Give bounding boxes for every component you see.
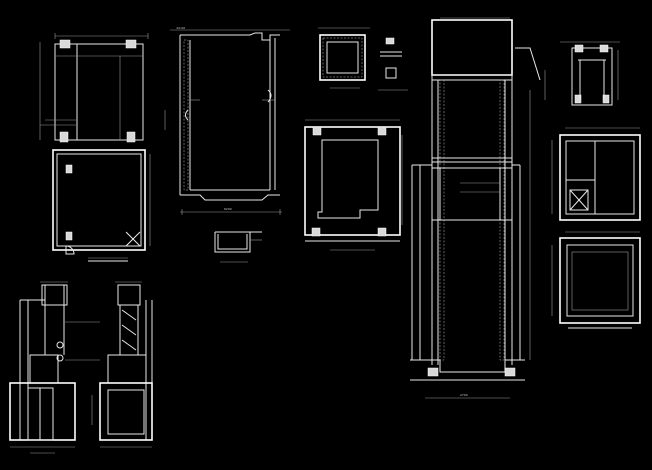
svg-text:±0.00: ±0.00 bbox=[176, 26, 185, 30]
section-shaft: ±0.00 6200 bbox=[164, 26, 290, 215]
svg-text:2700: 2700 bbox=[460, 393, 468, 397]
plan-right-1 bbox=[551, 127, 641, 221]
detail-small-top bbox=[318, 27, 408, 91]
plan-mid-left bbox=[52, 149, 151, 262]
elevation-bottom-left-2 bbox=[91, 281, 153, 448]
elevation-bottom-left-1 bbox=[9, 281, 100, 454]
plan-right-2 bbox=[551, 231, 641, 329]
plan-center bbox=[304, 119, 403, 251]
svg-text:6200: 6200 bbox=[224, 207, 232, 211]
detail-pit bbox=[214, 231, 262, 263]
plan-top-left bbox=[39, 33, 149, 143]
detail-top-right bbox=[560, 41, 620, 106]
elevation-tall: 2700 bbox=[410, 17, 546, 399]
